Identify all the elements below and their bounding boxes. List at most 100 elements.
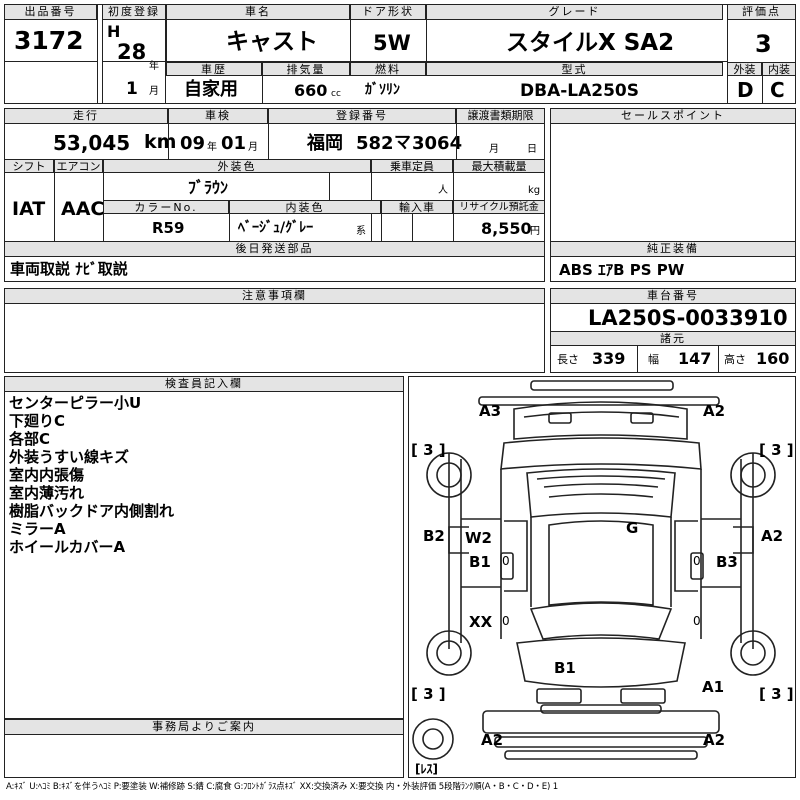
mark-xx: XX	[469, 613, 493, 631]
height: 160	[756, 349, 790, 368]
inspector-block	[4, 376, 404, 778]
genuine-label: 純正装備	[550, 241, 796, 257]
dims-label: 諸元	[550, 331, 796, 346]
shift-label: シフト	[4, 159, 54, 173]
inspector-note: ホイールカバーA	[9, 538, 126, 556]
load-label: 最大積載量	[453, 159, 545, 173]
mark-tire-rear-right: [ 3 ]	[759, 441, 794, 459]
reg-kana: マ	[394, 133, 411, 153]
inspector-note: 各部C	[9, 430, 51, 448]
reg-number: 3064	[412, 133, 463, 154]
cc-unit: cc	[331, 89, 341, 99]
mileage-label: 走行	[4, 108, 168, 124]
ext-label: 外装	[727, 62, 762, 76]
mark-spare-tire: [ﾚｽ]	[415, 762, 438, 776]
mark-b1-left: B1	[469, 553, 491, 571]
chassis-label: 車台番号	[550, 288, 796, 304]
mileage: 53,045	[53, 131, 131, 155]
lot-label: 出品番号	[4, 4, 97, 20]
reg-no-label: 登録番号	[268, 108, 456, 124]
transfer-month-unit: 月	[489, 144, 499, 155]
mark-zero-2: 0	[693, 554, 701, 568]
car-diagram-svg: A3 A2 [ 3 ] [ 3 ] B2 A2 W2 B1 G B3 XX B1…	[411, 380, 794, 776]
capacity-label: 乗車定員	[371, 159, 453, 173]
displacement: 660	[294, 81, 328, 100]
color-label: 外装色	[103, 159, 371, 173]
color-no-label: カラーNo.	[103, 200, 229, 214]
insp-month: 01	[221, 133, 247, 154]
ac-type: AAC	[61, 198, 105, 220]
ac-label: エアコン	[54, 159, 103, 173]
header-block	[4, 4, 796, 104]
office-label: 事務局よりご案内	[4, 719, 404, 735]
inspector-label: 検査員記入欄	[4, 376, 404, 392]
door-label: ドア形状	[350, 4, 426, 20]
recycle-unit: 円	[530, 226, 540, 237]
damage-diagram: A3 A2 [ 3 ] [ 3 ] B2 A2 W2 B1 G B3 XX B1…	[408, 376, 796, 778]
inspector-note: 下廻りC	[9, 412, 66, 430]
grade-label: グレード	[426, 4, 723, 20]
inspector-note: 室内内張傷	[9, 466, 85, 484]
year-unit: 年	[149, 61, 159, 72]
model-label: 型式	[426, 62, 723, 76]
inspector-note: 樹脂バックドア内側割れ	[9, 502, 175, 520]
mark-tire-front-right: [ 3 ]	[759, 685, 794, 703]
width: 147	[678, 349, 712, 368]
model-code: DBA-LA250S	[520, 81, 639, 101]
interior-color: ﾍﾞｰｼﾞｭ/ｸﾞﾚｰ	[238, 220, 314, 236]
recycle-label: リサイクル預託金	[453, 200, 545, 214]
fuel-label: 燃料	[350, 62, 426, 76]
month-unit: 月	[149, 86, 159, 97]
score-label: 評価点	[727, 4, 796, 20]
later-parts: 車両取説 ﾅﾋﾞ取説	[10, 260, 128, 278]
inspector-note: ミラーA	[9, 520, 66, 538]
interior-color-suffix: 系	[356, 226, 366, 237]
transfer-day-unit: 日	[527, 144, 537, 155]
mark-roof: G	[626, 519, 638, 537]
width-label: 幅	[648, 353, 659, 366]
height-label: 高さ	[724, 353, 746, 366]
capacity-unit: 人	[438, 185, 448, 196]
chassis-number: LA250S-0033910	[588, 306, 788, 330]
later-parts-label: 後日発送部品	[4, 241, 545, 257]
mark-zero-4: 0	[693, 614, 701, 628]
load-unit: kg	[528, 185, 541, 196]
reg-class: 582	[356, 133, 394, 154]
mark-a1: A1	[702, 678, 724, 696]
inspection-label: 車検	[168, 108, 268, 124]
door-type: 5W	[373, 31, 411, 55]
ext-grade: D	[737, 78, 754, 102]
mark-hood: B1	[554, 659, 576, 677]
transfer-label: 譲渡書類期限	[456, 108, 545, 124]
mark-rear-right: A2	[703, 402, 725, 420]
inspector-note: 室内薄汚れ	[9, 484, 85, 502]
mark-w2: W2	[465, 529, 492, 547]
body-color: ﾌﾞﾗｳﾝ	[188, 178, 229, 197]
reg-month: 1	[126, 79, 138, 99]
recycle-fee: 8,550	[481, 219, 532, 238]
mark-zero-3: 0	[502, 614, 510, 628]
history-label: 車歴	[166, 62, 262, 76]
mark-side-left: B2	[423, 527, 445, 545]
fuel: ｶﾞｿﾘﾝ	[365, 82, 400, 98]
insp-month-unit: 月	[248, 142, 258, 153]
shift: IAT	[12, 198, 46, 220]
caution-label: 注意事項欄	[4, 288, 545, 304]
inspector-note: 外装うすい線キズ	[9, 448, 130, 466]
mark-tire-front-left: [ 3 ]	[411, 685, 446, 703]
interior-color-label: 内装色	[229, 200, 381, 214]
mark-zero-1: 0	[502, 554, 510, 568]
int-label: 内装	[762, 62, 796, 76]
mark-rear-left: A3	[479, 402, 501, 420]
mark-tire-rear-left: [ 3 ]	[411, 441, 446, 459]
inspector-note: センターピラー小U	[9, 394, 142, 412]
era: H	[107, 22, 121, 41]
mileage-unit: km	[144, 131, 177, 153]
history: 自家用	[184, 79, 238, 100]
length-label: 長さ	[557, 353, 579, 366]
int-grade: C	[770, 78, 785, 102]
genuine-equipment: ABS ｴｱB PS PW	[559, 261, 685, 279]
import-label: 輸入車	[381, 200, 453, 214]
length: 339	[592, 349, 626, 368]
